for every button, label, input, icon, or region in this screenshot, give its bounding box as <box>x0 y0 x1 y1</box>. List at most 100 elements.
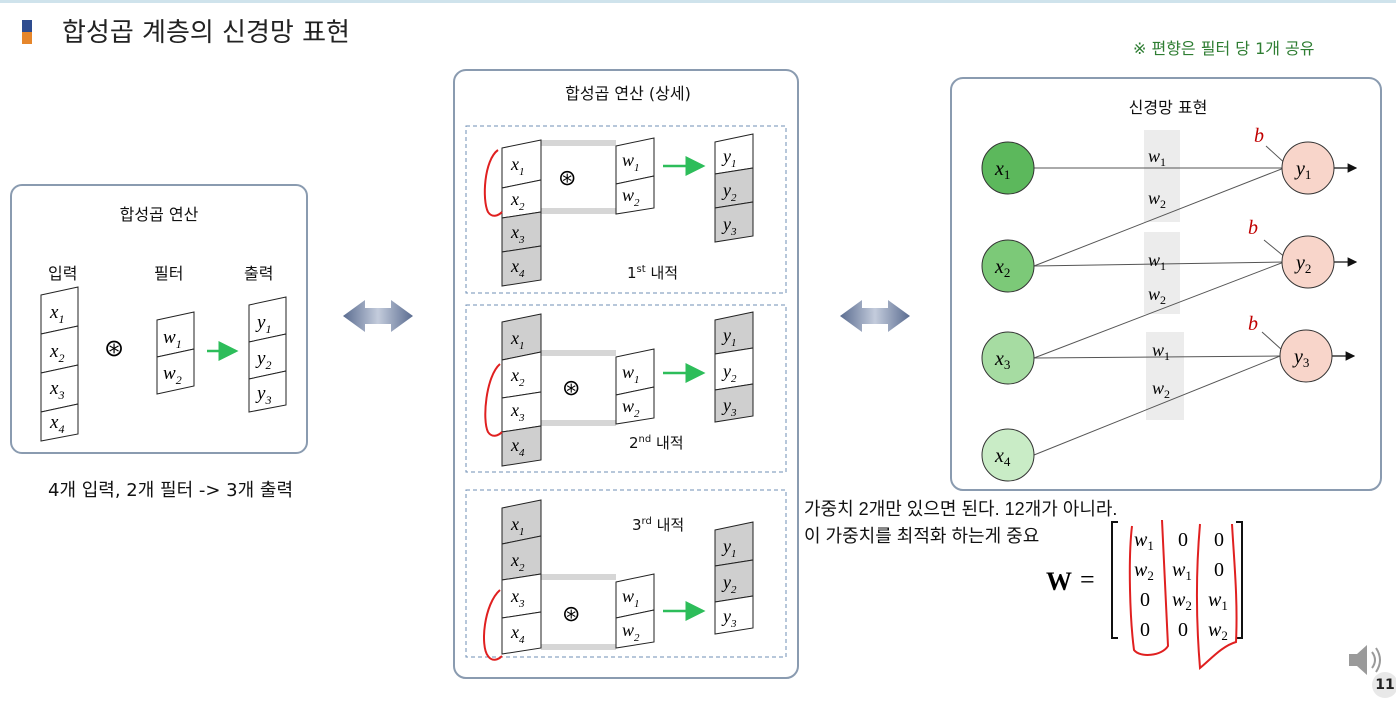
note-line-2: 이 가중치를 최적화 하는게 중요 <box>804 526 1040 546</box>
svg-text:x2: x2 <box>510 189 525 213</box>
svg-text:⊛: ⊛ <box>562 375 580 400</box>
output-nodes: y1 y2 y3 <box>1279 141 1335 383</box>
bias-note: ※ 편향은 필터 당 1개 공유 <box>1133 39 1315 58</box>
svg-text:x4: x4 <box>994 445 1011 469</box>
svg-text:w2: w2 <box>622 396 640 420</box>
detail-panel-title: 합성곱 연산 (상세) <box>565 84 691 103</box>
svg-text:y3: y3 <box>1292 346 1309 370</box>
matrix-cell: 0 <box>1140 589 1150 611</box>
page-number: 11 <box>1372 672 1396 698</box>
svg-text:y1: y1 <box>255 312 271 336</box>
svg-text:y2: y2 <box>721 572 737 596</box>
svg-text:x3: x3 <box>510 586 525 610</box>
svg-text:y2: y2 <box>255 348 271 372</box>
svg-text:y1: y1 <box>721 325 737 349</box>
svg-text:x4: x4 <box>510 256 525 280</box>
output-vector: y1 y2 y3 <box>248 296 287 413</box>
matrix-equals: = <box>1080 565 1095 594</box>
svg-text:y2: y2 <box>721 361 737 385</box>
svg-text:b: b <box>1248 217 1258 239</box>
network-edges <box>1033 145 1289 456</box>
conv-caption: 4개 입력, 2개 필터 -> 3개 출력 <box>48 480 294 501</box>
svg-text:x2: x2 <box>510 550 525 574</box>
svg-text:x1: x1 <box>510 514 525 538</box>
filter-label: 필터 <box>154 264 184 283</box>
svg-text:⊛: ⊛ <box>562 601 580 626</box>
svg-text:x2: x2 <box>994 256 1010 280</box>
svg-text:y3: y3 <box>721 214 737 238</box>
conv-panel-title: 합성곱 연산 <box>119 205 199 224</box>
red-bracket-2 <box>484 363 503 437</box>
svg-text:y3: y3 <box>721 606 737 630</box>
matrix-cell: w2 <box>1134 559 1154 583</box>
step3-box <box>465 489 787 658</box>
red-bracket-3 <box>483 589 503 661</box>
matrix-cell: 0 <box>1140 619 1150 641</box>
svg-text:⊛: ⊛ <box>558 165 576 190</box>
step1-label: 1st 내적 <box>627 264 679 282</box>
network-panel <box>950 77 1382 491</box>
input-label: 입력 <box>48 264 78 283</box>
red-bracket-1 <box>483 149 503 217</box>
svg-text:y1: y1 <box>721 146 737 170</box>
matrix-cell: w2 <box>1172 589 1192 613</box>
svg-text:y2: y2 <box>721 180 737 204</box>
svg-text:w1: w1 <box>163 327 182 351</box>
input-nodes: x1 x2 x3 x4 <box>981 141 1035 482</box>
step1-diagram: x1 x2 x3 x4 ⊛ w1 w2 y1 y2 y3 <box>483 133 754 287</box>
step2-label: 2nd 내적 <box>629 434 684 452</box>
step1-box <box>465 125 787 294</box>
matrix-cell: w1 <box>1208 589 1228 613</box>
title-marker <box>22 20 32 44</box>
matrix-cell: w1 <box>1172 559 1192 583</box>
svg-text:x1: x1 <box>510 328 525 352</box>
svg-text:w2: w2 <box>1148 284 1166 307</box>
output-label: 출력 <box>244 264 274 283</box>
svg-text:w2: w2 <box>1152 378 1170 401</box>
svg-text:w1: w1 <box>622 362 640 386</box>
svg-text:w1: w1 <box>1148 146 1166 169</box>
svg-text:w1: w1 <box>1148 250 1166 273</box>
svg-text:b: b <box>1254 125 1264 147</box>
svg-text:x4: x4 <box>510 435 525 459</box>
x4-label: x4 <box>49 412 64 436</box>
svg-text:y1: y1 <box>721 536 737 560</box>
svg-text:y3: y3 <box>721 395 737 419</box>
svg-text:x3: x3 <box>994 348 1010 372</box>
x2-label: x2 <box>49 341 64 365</box>
note-line-1: 가중치 2개만 있으면 된다. 12개가 아니라. <box>804 499 1118 519</box>
svg-text:w2: w2 <box>163 363 182 387</box>
red-matrix-circle-2 <box>1196 523 1238 670</box>
svg-text:x1: x1 <box>994 158 1010 182</box>
x1-label: x1 <box>49 302 64 326</box>
network-panel-title: 신경망 표현 <box>1128 98 1208 117</box>
top-rule <box>0 0 1396 3</box>
detail-panel <box>453 69 799 679</box>
red-matrix-circle-1 <box>1128 519 1170 656</box>
svg-text:w1: w1 <box>622 150 640 174</box>
page-title: 합성곱 계층의 신경망 표현 <box>62 18 350 48</box>
svg-text:w2: w2 <box>622 185 640 209</box>
matrix-cell: 0 <box>1214 559 1224 581</box>
edge-weights: w1 w2 w1 w2 w1 w2 <box>1148 146 1170 401</box>
step3-label: 3rd 내적 <box>632 516 685 534</box>
svg-text:y3: y3 <box>255 383 271 407</box>
input-vector: x1 x2 x3 x4 <box>40 286 79 442</box>
double-arrow-right <box>840 300 910 332</box>
svg-text:b: b <box>1248 313 1258 335</box>
svg-text:w1: w1 <box>1152 340 1170 363</box>
svg-text:x3: x3 <box>510 400 525 424</box>
bias-labels: b b b <box>1248 125 1264 335</box>
x3-label: x3 <box>49 378 64 402</box>
step3-diagram: x1 x2 x3 x4 ⊛ w1 w2 y1 y2 y3 <box>483 499 754 661</box>
svg-text:y1: y1 <box>1294 158 1311 182</box>
svg-text:x1: x1 <box>510 154 525 178</box>
filter-vector: w1 w2 <box>156 311 195 395</box>
svg-text:y2: y2 <box>1294 252 1311 276</box>
matrix-cell: w1 <box>1134 529 1154 553</box>
speaker-icon[interactable] <box>1345 640 1385 680</box>
svg-text:x2: x2 <box>510 365 525 389</box>
svg-text:w1: w1 <box>622 586 640 610</box>
